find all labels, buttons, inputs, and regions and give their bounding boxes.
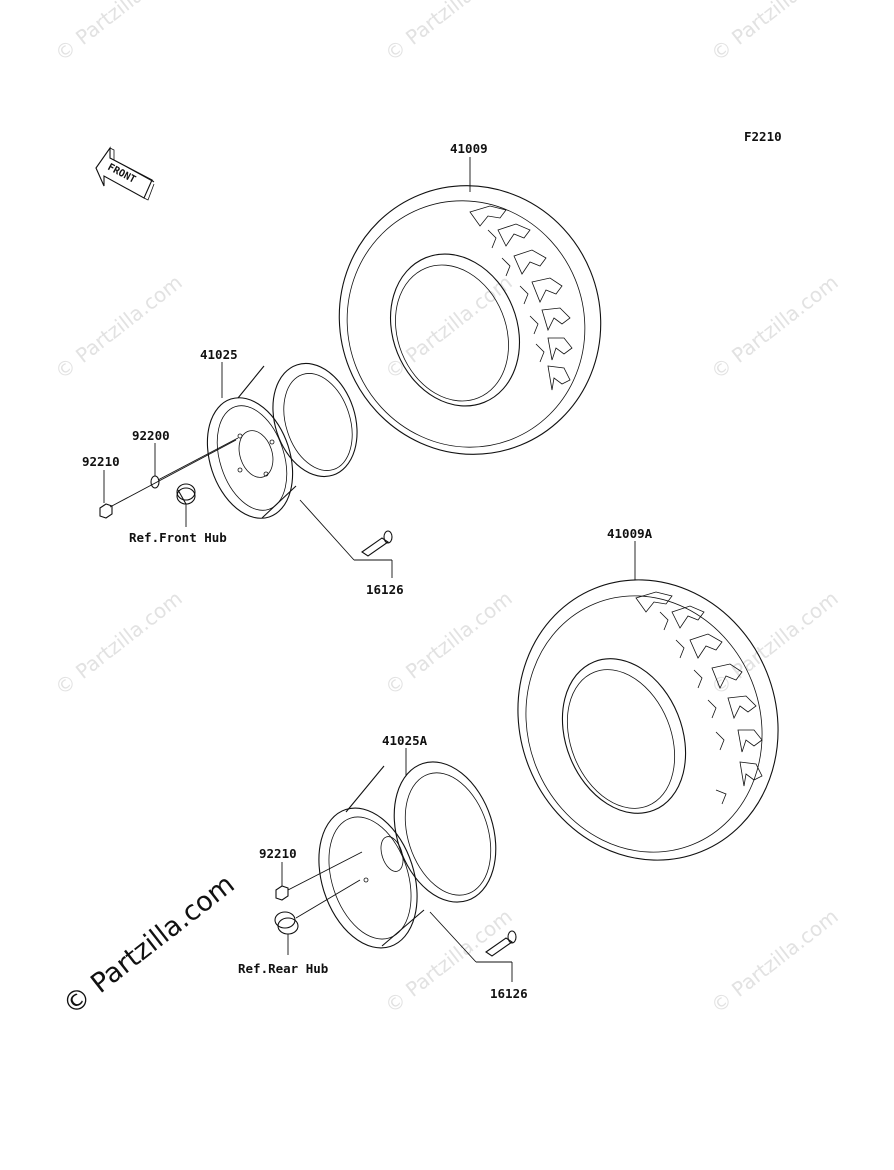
watermark: © Partzilla.com [50, 270, 186, 384]
watermark: © Partzilla.com [380, 586, 516, 700]
ref-rear-hub: Ref.Rear Hub [238, 961, 328, 976]
front-arrow-label: FRONT [106, 162, 138, 186]
watermark: © Partzilla.com [706, 586, 842, 700]
watermark: © Partzilla.com [50, 0, 186, 66]
watermark: © Partzilla.com [706, 270, 842, 384]
rear-wheel [318, 761, 497, 949]
watermark: © Partzilla.com [706, 0, 842, 66]
part-label-92200: 92200 [132, 428, 170, 443]
part-label-41009: 41009 [450, 141, 488, 156]
front-washer [150, 437, 239, 489]
front-valve [299, 499, 393, 578]
front-arrow-icon: FRONT [95, 146, 155, 201]
tread-pattern [635, 591, 763, 805]
front-nut [99, 439, 237, 519]
watermark: © Partzilla.com [50, 586, 186, 700]
front-tire [338, 185, 602, 455]
part-label-41009A: 41009A [607, 526, 653, 541]
ref-front-hub: Ref.Front Hub [129, 530, 227, 545]
rear-tire [517, 579, 779, 861]
tread-pattern [469, 205, 573, 391]
front-wheel [206, 362, 358, 519]
rear-valve [429, 911, 517, 982]
watermark-large: © Partzilla.com [57, 869, 240, 1022]
watermark: © Partzilla.com [706, 904, 842, 1018]
watermark: © Partzilla.com [380, 270, 516, 384]
part-label-92210-front: 92210 [82, 454, 120, 469]
part-label-92210-rear: 92210 [259, 846, 297, 861]
part-label-16126-front: 16126 [366, 582, 404, 597]
watermark-layer: © Partzilla.com © Partzilla.com © Partzi… [50, 0, 842, 1022]
watermark: © Partzilla.com [380, 0, 516, 66]
front-hub-collar [176, 483, 196, 527]
rear-nut [275, 851, 363, 901]
part-label-41025A: 41025A [382, 733, 428, 748]
diagram-code: F2210 [744, 129, 782, 144]
part-label-16126-rear: 16126 [490, 986, 528, 1001]
rear-hub-collar [274, 879, 361, 955]
part-label-41025: 41025 [200, 347, 238, 362]
